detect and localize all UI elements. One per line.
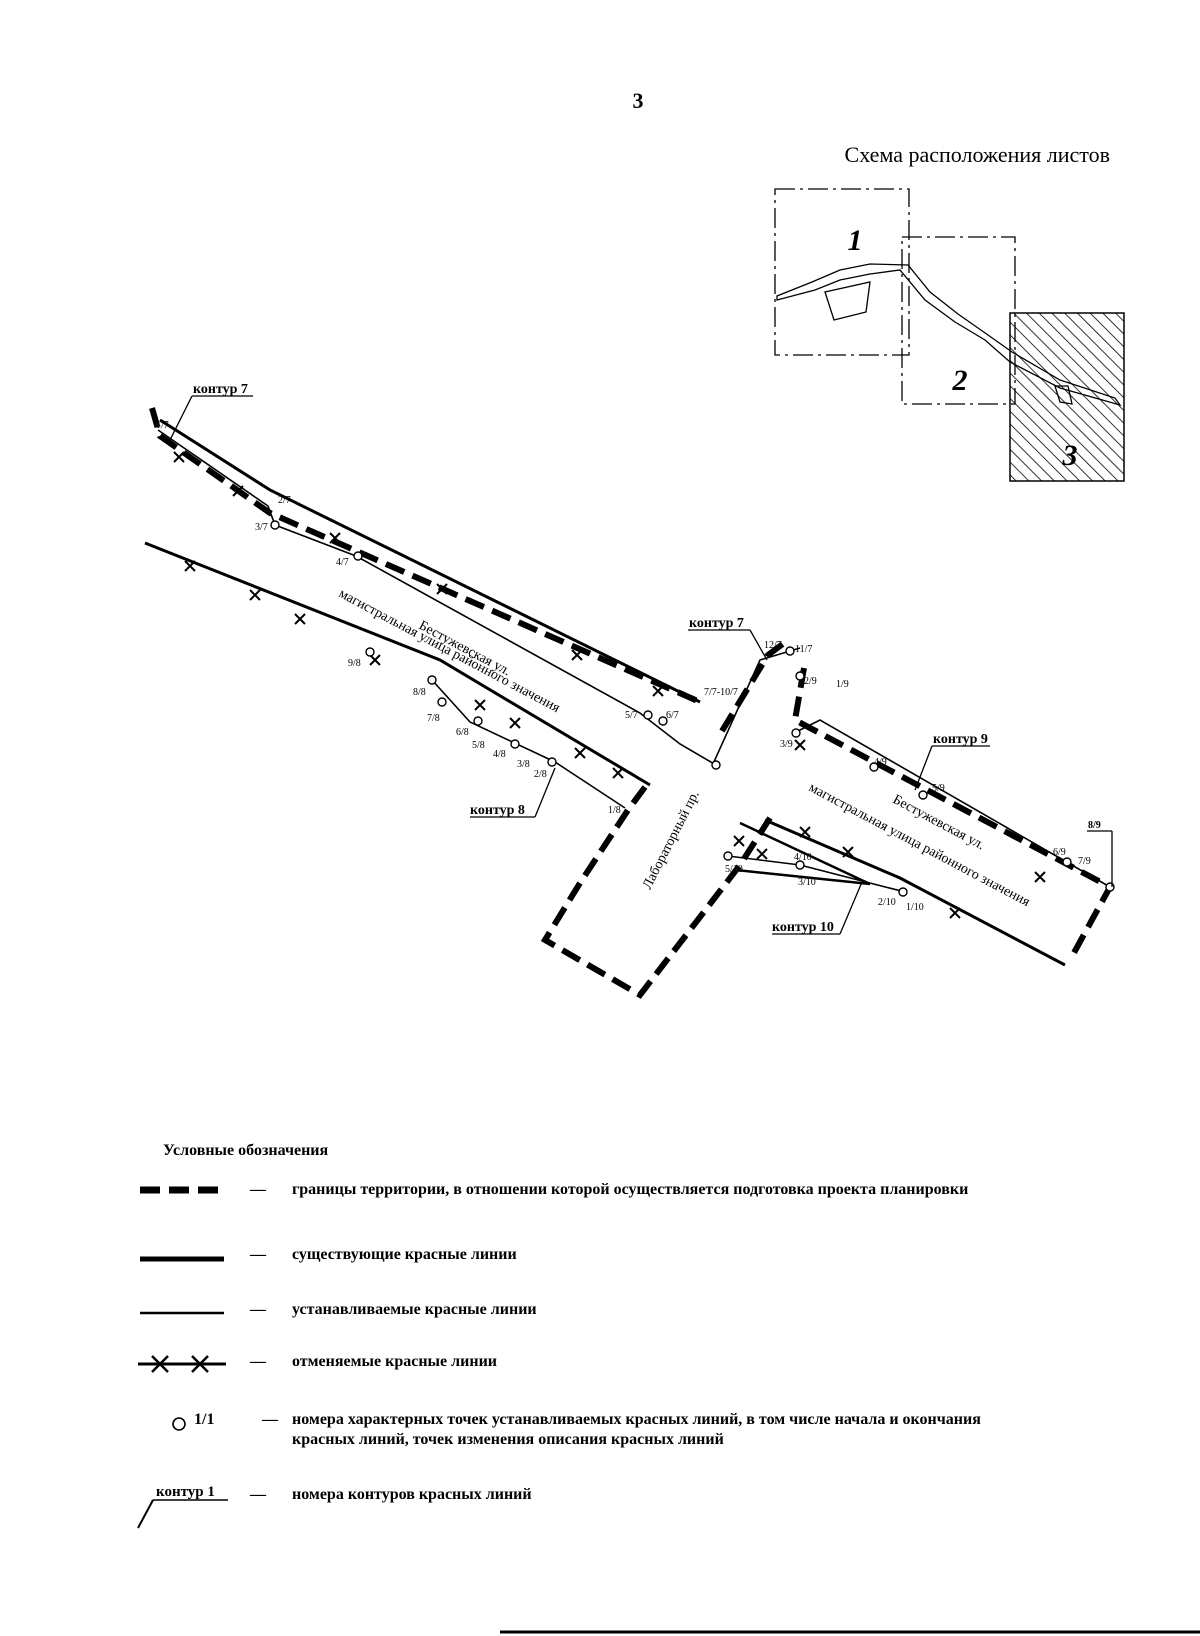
legend-dash-1: — [250, 1181, 266, 1198]
cancelled-red-line-north [159, 418, 701, 704]
svg-text:контур 7: контур 7 [193, 382, 248, 397]
cancelled-red-line-contour-10 [735, 821, 871, 886]
legend-text-contours: номера контуров красных линий [292, 1486, 532, 1503]
point-label-6-7: 6/7 [666, 710, 679, 721]
point-label-2-7: 2/7 [278, 495, 291, 506]
point-label-3-10: 3/10 [798, 877, 816, 888]
scheme-title: Схема расположения листов [845, 142, 1110, 167]
point-label-3-8: 3/8 [517, 759, 530, 770]
point-label-5-9: 5/9 [932, 783, 945, 794]
sheet-layout-scheme: Схема расположения листов 1 2 3 [774, 142, 1125, 482]
point-label-5-7: 5/7 [625, 710, 638, 721]
territory-boundary-line [149, 407, 1115, 999]
legend-text-boundary: границы территории, в отношении которой … [292, 1181, 969, 1198]
legend-symbol-contour: контур 1 [137, 1484, 228, 1529]
cancelled-red-line-south-east [764, 818, 1066, 967]
red-lines-plan: Бестужевская ул. магистральная улица рай… [144, 382, 1115, 999]
point-label-9-8: 9/8 [348, 658, 361, 669]
street-class-east: магистральная улица районного значения [806, 780, 1033, 910]
legend-text-existing: существующие красные линии [292, 1246, 517, 1263]
established-red-line-contour-10 [727, 855, 906, 893]
point-label-3-9: 3/9 [780, 739, 793, 750]
point-label-7-9: 7/9 [1078, 856, 1091, 867]
point-label-5-10: 5/10 [725, 864, 743, 875]
point-label-4-7: 4/7 [336, 557, 349, 568]
svg-text:контур 7: контур 7 [689, 616, 744, 631]
point-label-1-7: 1/7 [156, 420, 169, 431]
contour-label-7-west: контур 7 [169, 382, 253, 441]
characteristic-points [270, 520, 1115, 897]
point-label-8-8: 8/8 [413, 687, 426, 698]
scheme-lane-2 [1054, 385, 1073, 405]
point-label-4-8: 4/8 [493, 749, 506, 760]
legend-dash-5: — [262, 1411, 278, 1428]
point-label-2-9: 2/9 [804, 676, 817, 687]
page-number: 3 [633, 88, 644, 113]
point-label-4-10: 4/10 [794, 852, 812, 863]
point-label-1-9: 1/9 [836, 679, 849, 690]
point-label-2-8: 2/8 [534, 769, 547, 780]
sheet-label-2: 2 [952, 364, 968, 397]
svg-text:контур 10: контур 10 [772, 920, 834, 935]
point-label-2-10: 2/10 [878, 897, 896, 908]
legend-point-sample-label: 1/1 [194, 1411, 214, 1428]
legend-dash-6: — [250, 1486, 266, 1503]
legend-dash-4: — [250, 1353, 266, 1370]
contour-label-9: контур 9 [914, 732, 990, 791]
contour-label-8: контур 8 [470, 767, 556, 818]
point-label-1-8: 1/8 [608, 805, 621, 816]
legend-text-points: номера характерных точек устанавливаемых… [292, 1411, 981, 1448]
point-label-6-8: 6/8 [456, 727, 469, 738]
contour-label-10: контур 10 [772, 881, 863, 935]
cancelled-line-crosses [173, 451, 1046, 919]
point-label-12-7: 12/7 [764, 640, 782, 651]
point-label-7-8: 7/8 [427, 713, 440, 724]
sheet-label-3: 3 [1062, 439, 1078, 472]
legend-text-cancelled: отменяемые красные линии [292, 1353, 497, 1370]
sheet-label-1: 1 [848, 224, 863, 257]
legend-dash-2: — [250, 1246, 266, 1263]
established-red-line-contour-9 [795, 719, 1111, 888]
svg-text:контур 8: контур 8 [470, 803, 525, 818]
point-label-6-9: 6/9 [1053, 847, 1066, 858]
legend-contour-sample-label: контур 1 [156, 1484, 215, 1500]
point-label-3-7: 3/7 [255, 522, 268, 533]
scheme-road-outline [776, 263, 1122, 407]
svg-text:контур 9: контур 9 [933, 732, 988, 747]
legend-title: Условные обозначения [163, 1142, 329, 1159]
legend-symbol-cancelled [138, 1355, 226, 1373]
legend-text-established: устанавливаемые красные линии [292, 1301, 537, 1318]
point-label-5-8: 5/8 [472, 740, 485, 751]
legend-symbol-point [172, 1417, 186, 1431]
legend-dash-3: — [250, 1301, 266, 1318]
point-label-11-7: 11/7 [795, 644, 812, 655]
cancelled-red-line-south-west [144, 541, 651, 787]
point-label-8-9: 8/9 [1088, 820, 1101, 831]
point-label-7-10-7: 7/7-10/7 [704, 687, 738, 698]
sheet-2-frame [901, 236, 1016, 405]
point-label-4-9: 4/9 [874, 757, 887, 768]
street-name-laboratorny: Лабораторный пр. [640, 788, 703, 891]
point-labels: 1/7 2/7 3/7 4/7 5/7 6/7 7/7-10/7 12/7 11… [156, 420, 1101, 913]
scheme-lane-1 [824, 281, 871, 321]
legend-symbols: 1/1 контур 1 [137, 1186, 228, 1529]
contour-label-7-center: контур 7 [688, 616, 768, 661]
sheet-1-frame [774, 188, 910, 356]
point-label-1-10: 1/10 [906, 902, 924, 913]
contour-label-8-9 [1087, 830, 1113, 887]
sheet-3-hatched-area [1009, 312, 1125, 482]
